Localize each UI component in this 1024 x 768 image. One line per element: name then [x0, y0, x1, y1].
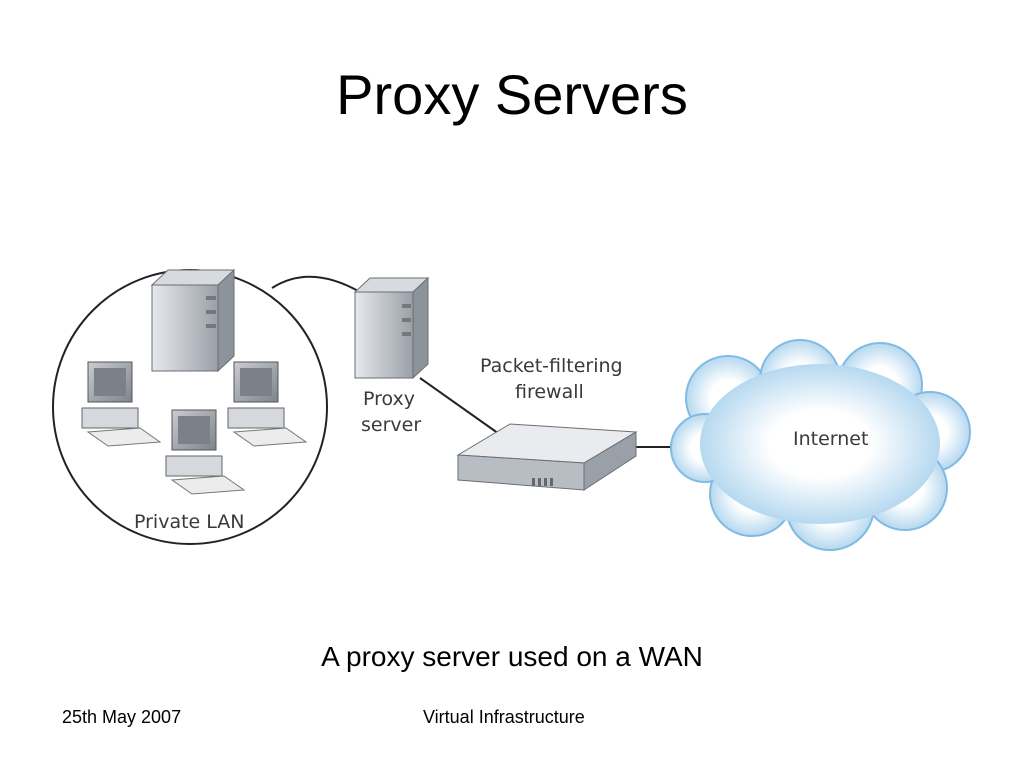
internet-label: Internet: [793, 428, 868, 450]
slide-title: Proxy Servers: [336, 63, 688, 126]
footer-presentation-title: Virtual Infrastructure: [423, 707, 585, 727]
proxy-server-label-line1: Proxy: [363, 388, 415, 410]
proxy-server-icon: [353, 276, 430, 380]
workstation-icon: [165, 409, 246, 495]
firewall-label-line1: Packet-filtering: [480, 355, 623, 377]
workstation-icon: [81, 361, 162, 447]
slide-caption: A proxy server used on a WAN: [321, 641, 703, 672]
proxy-server-label-line2: server: [361, 414, 421, 436]
firewall-icon: [456, 423, 638, 491]
workstation-icon: [227, 361, 308, 447]
firewall-label-line2: firewall: [515, 381, 584, 403]
private-lan-label: Private LAN: [134, 511, 245, 533]
internet-cloud-icon: [670, 339, 971, 551]
footer-date: 25th May 2007: [62, 707, 182, 727]
lan-server-icon: [150, 268, 236, 373]
